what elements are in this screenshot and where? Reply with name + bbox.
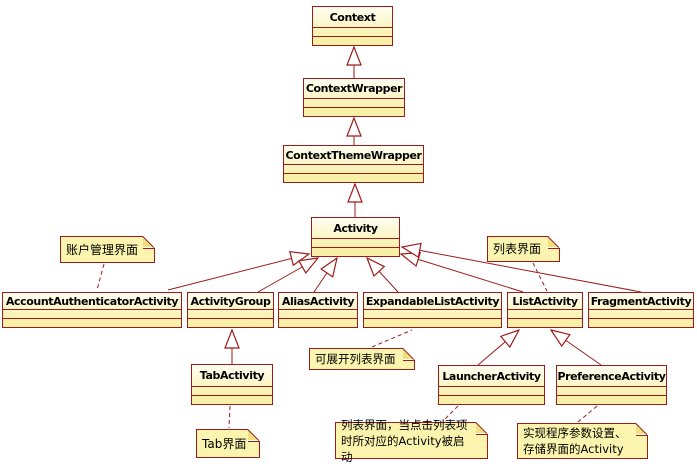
note-expandable-list-ui: 可展开列表界面 — [309, 348, 415, 370]
class-preferenceactivity: PreferenceActivity — [556, 365, 667, 405]
note-list-ui: 列表界面 — [487, 236, 560, 262]
operations-compartment — [364, 318, 501, 327]
attributes-compartment — [279, 309, 357, 318]
class-activitygroup: ActivityGroup — [187, 292, 274, 328]
attributes-compartment — [508, 309, 582, 318]
class-name: ExpandableListActivity — [365, 294, 500, 308]
operations-compartment — [284, 173, 423, 182]
note-launcher-description: 列表界面，当点击列表项时所对应的Activity被启动 — [335, 418, 488, 464]
operations-compartment — [3, 318, 181, 327]
operations-compartment — [589, 318, 693, 327]
note-fold-icon — [403, 348, 415, 361]
note-fold-icon — [248, 429, 260, 442]
class-name: AliasActivity — [281, 294, 355, 308]
operations-compartment — [192, 395, 272, 404]
attributes-compartment — [589, 309, 693, 318]
note-text: 账户管理界面 — [66, 242, 139, 257]
edge-accountauthenticatoractivity-activity — [167, 254, 309, 291]
note-tab-ui: Tab界面 — [196, 429, 260, 458]
class-launcheractivity: LauncherActivity — [438, 365, 545, 405]
class-name: AccountAuthenticatorActivity — [5, 294, 179, 308]
note-preference-description: 实现程序参数设置、存储界面的Activity — [517, 423, 648, 459]
class-name: LauncherActivity — [442, 369, 541, 383]
class-name: ContextThemeWrapper — [285, 148, 422, 162]
attributes-compartment — [312, 238, 399, 247]
operations-compartment — [557, 395, 666, 404]
attributes-compartment — [439, 386, 544, 395]
link-note-expandable-list-ui — [371, 329, 413, 348]
class-name: ContextWrapper — [305, 82, 403, 95]
note-fold-icon — [476, 422, 488, 435]
class-name: Context — [329, 10, 376, 24]
class-name: PreferenceActivity — [557, 369, 666, 383]
note-account-management: 账户管理界面 — [60, 236, 155, 263]
link-note-list-ui — [532, 262, 548, 292]
operations-compartment — [279, 318, 357, 327]
edge-expandablelistactivity-activity — [367, 258, 399, 293]
attributes-compartment — [188, 309, 273, 318]
edge-preferenceactivity-listactivity — [551, 330, 602, 366]
class-listactivity: ListActivity — [507, 292, 583, 328]
class-name: FragmentActivity — [590, 294, 692, 308]
class-context: Context — [312, 6, 393, 46]
link-note-tab-ui — [228, 405, 231, 429]
link-note-account-management — [96, 263, 105, 291]
operations-compartment — [313, 36, 392, 45]
class-contextwrapper: ContextWrapper — [303, 78, 405, 117]
attributes-compartment — [557, 386, 666, 395]
note-fold-icon — [143, 236, 155, 249]
note-fold-icon — [548, 236, 560, 249]
class-name: TabActivity — [199, 369, 265, 382]
attributes-compartment — [364, 309, 501, 318]
attributes-compartment — [313, 27, 392, 36]
note-text: 列表界面，当点击列表项时所对应的Activity被启动 — [341, 417, 468, 464]
operations-compartment — [439, 395, 544, 404]
note-text: 实现程序参数设置、存储界面的Activity — [523, 426, 627, 456]
note-text: Tab界面 — [202, 436, 247, 451]
attributes-compartment — [192, 386, 272, 395]
class-aliasactivity: AliasActivity — [278, 292, 358, 328]
attributes-compartment — [284, 164, 423, 173]
class-fragmentactivity: FragmentActivity — [588, 292, 694, 328]
operations-compartment — [188, 318, 273, 327]
class-tabactivity: TabActivity — [191, 364, 273, 405]
class-activity: Activity — [311, 217, 400, 257]
class-name: Activity — [333, 221, 378, 235]
note-text: 列表界面 — [493, 242, 542, 256]
edge-aliasactivity-activity — [313, 258, 337, 293]
class-name: ActivityGroup — [190, 294, 271, 308]
note-text: 可展开列表界面 — [315, 352, 396, 366]
operations-compartment — [312, 247, 399, 256]
class-expandablelistactivity: ExpandableListActivity — [363, 292, 502, 328]
attributes-compartment — [304, 98, 404, 107]
link-note-preference-description — [577, 405, 598, 423]
note-fold-icon — [636, 423, 648, 436]
class-name: ListActivity — [512, 294, 578, 308]
class-accountauthenticatoractivity: AccountAuthenticatorActivity — [2, 292, 182, 328]
class-contextthemewrapper: ContextThemeWrapper — [283, 145, 424, 183]
operations-compartment — [304, 107, 404, 116]
edge-activitygroup-activity — [257, 258, 318, 293]
operations-compartment — [508, 318, 582, 327]
attributes-compartment — [3, 309, 181, 318]
edge-launcheractivity-listactivity — [477, 330, 519, 366]
